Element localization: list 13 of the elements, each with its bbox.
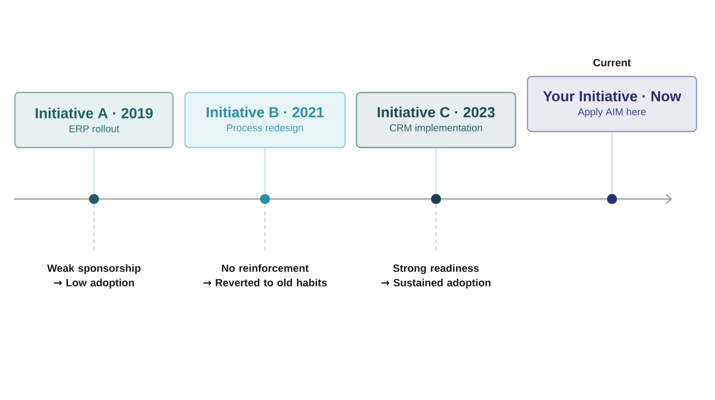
outcome-text: No reinforcement → Reverted to old habits [203,264,327,286]
connector-line [264,148,266,194]
milestone-dot [260,194,270,204]
milestone-dot [89,194,99,204]
outcome-text: Weak sponsorship → Low adoption [47,264,140,288]
milestone-box: Initiative B · 2021 Process redesign [184,92,346,148]
milestone-box: Your Initiative · Now Apply AIM here [526,76,698,132]
milestone-dot [431,194,441,204]
milestone-box: Initiative C · 2023 CRM implementation [356,92,516,148]
milestone-box: Initiative A · 2019 ERP rollout [14,92,174,148]
milestone-dot [607,194,617,204]
status-label: Current [593,58,631,66]
outcome-text: Strong readiness → Sustained adoption [381,264,490,288]
